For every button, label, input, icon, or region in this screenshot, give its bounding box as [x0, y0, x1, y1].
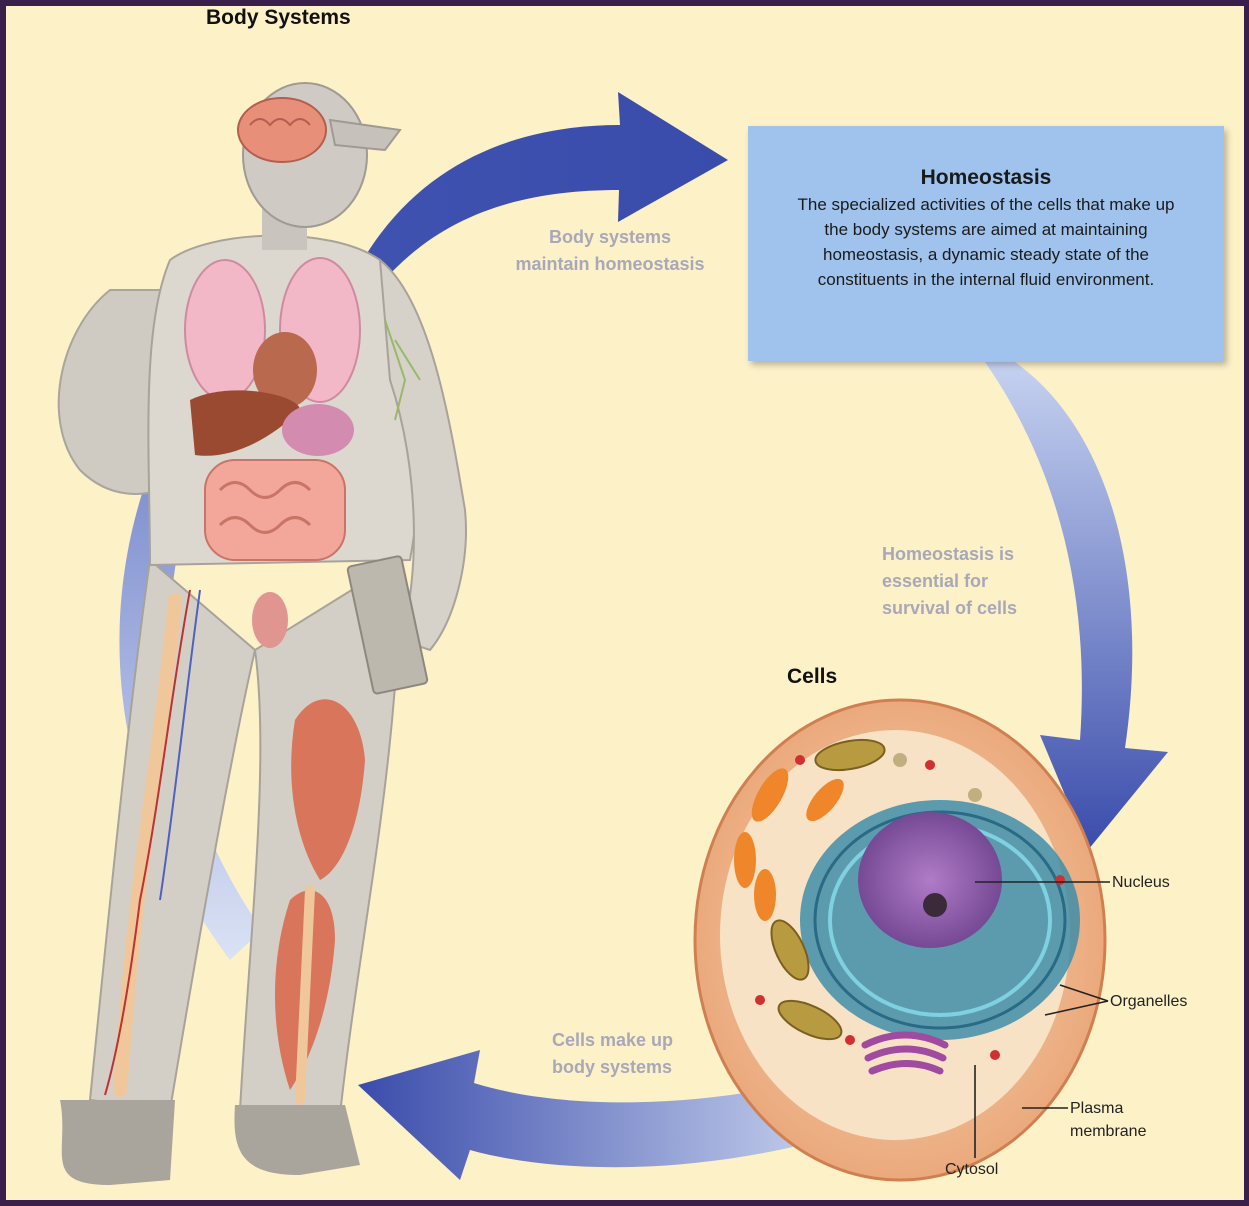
arrow-label-top-line-1: Body systems	[502, 224, 718, 251]
label-plasma-membrane: Plasma membrane	[1070, 1097, 1146, 1143]
homeostasis-title: Homeostasis	[748, 166, 1224, 190]
arrow-label-right-line-3: survival of cells	[882, 595, 1017, 622]
label-organelles: Organelles	[1110, 990, 1187, 1013]
homeostasis-description: The specialized activities of the cells …	[791, 192, 1181, 292]
label-plasma-line-1: Plasma	[1070, 1097, 1146, 1120]
homeostasis-box: Homeostasis The specialized activities o…	[748, 126, 1224, 361]
label-nucleus: Nucleus	[1112, 871, 1170, 894]
arrow-label-bottom-line-2: body systems	[552, 1054, 673, 1081]
arrow-label-right: Homeostasis is essential for survival of…	[882, 541, 1017, 622]
label-cytosol: Cytosol	[945, 1158, 998, 1181]
arrow-label-bottom: Cells make up body systems	[552, 1027, 673, 1081]
body-systems-title: Body Systems	[206, 6, 351, 30]
cells-title: Cells	[787, 665, 837, 689]
label-plasma-line-2: membrane	[1070, 1120, 1146, 1143]
arrow-label-top-line-2: maintain homeostasis	[502, 251, 718, 278]
arrow-label-right-line-1: Homeostasis is	[882, 541, 1017, 568]
arrow-label-right-line-2: essential for	[882, 568, 1017, 595]
arrow-label-top: Body systems maintain homeostasis	[502, 224, 718, 278]
arrow-label-bottom-line-1: Cells make up	[552, 1027, 673, 1054]
